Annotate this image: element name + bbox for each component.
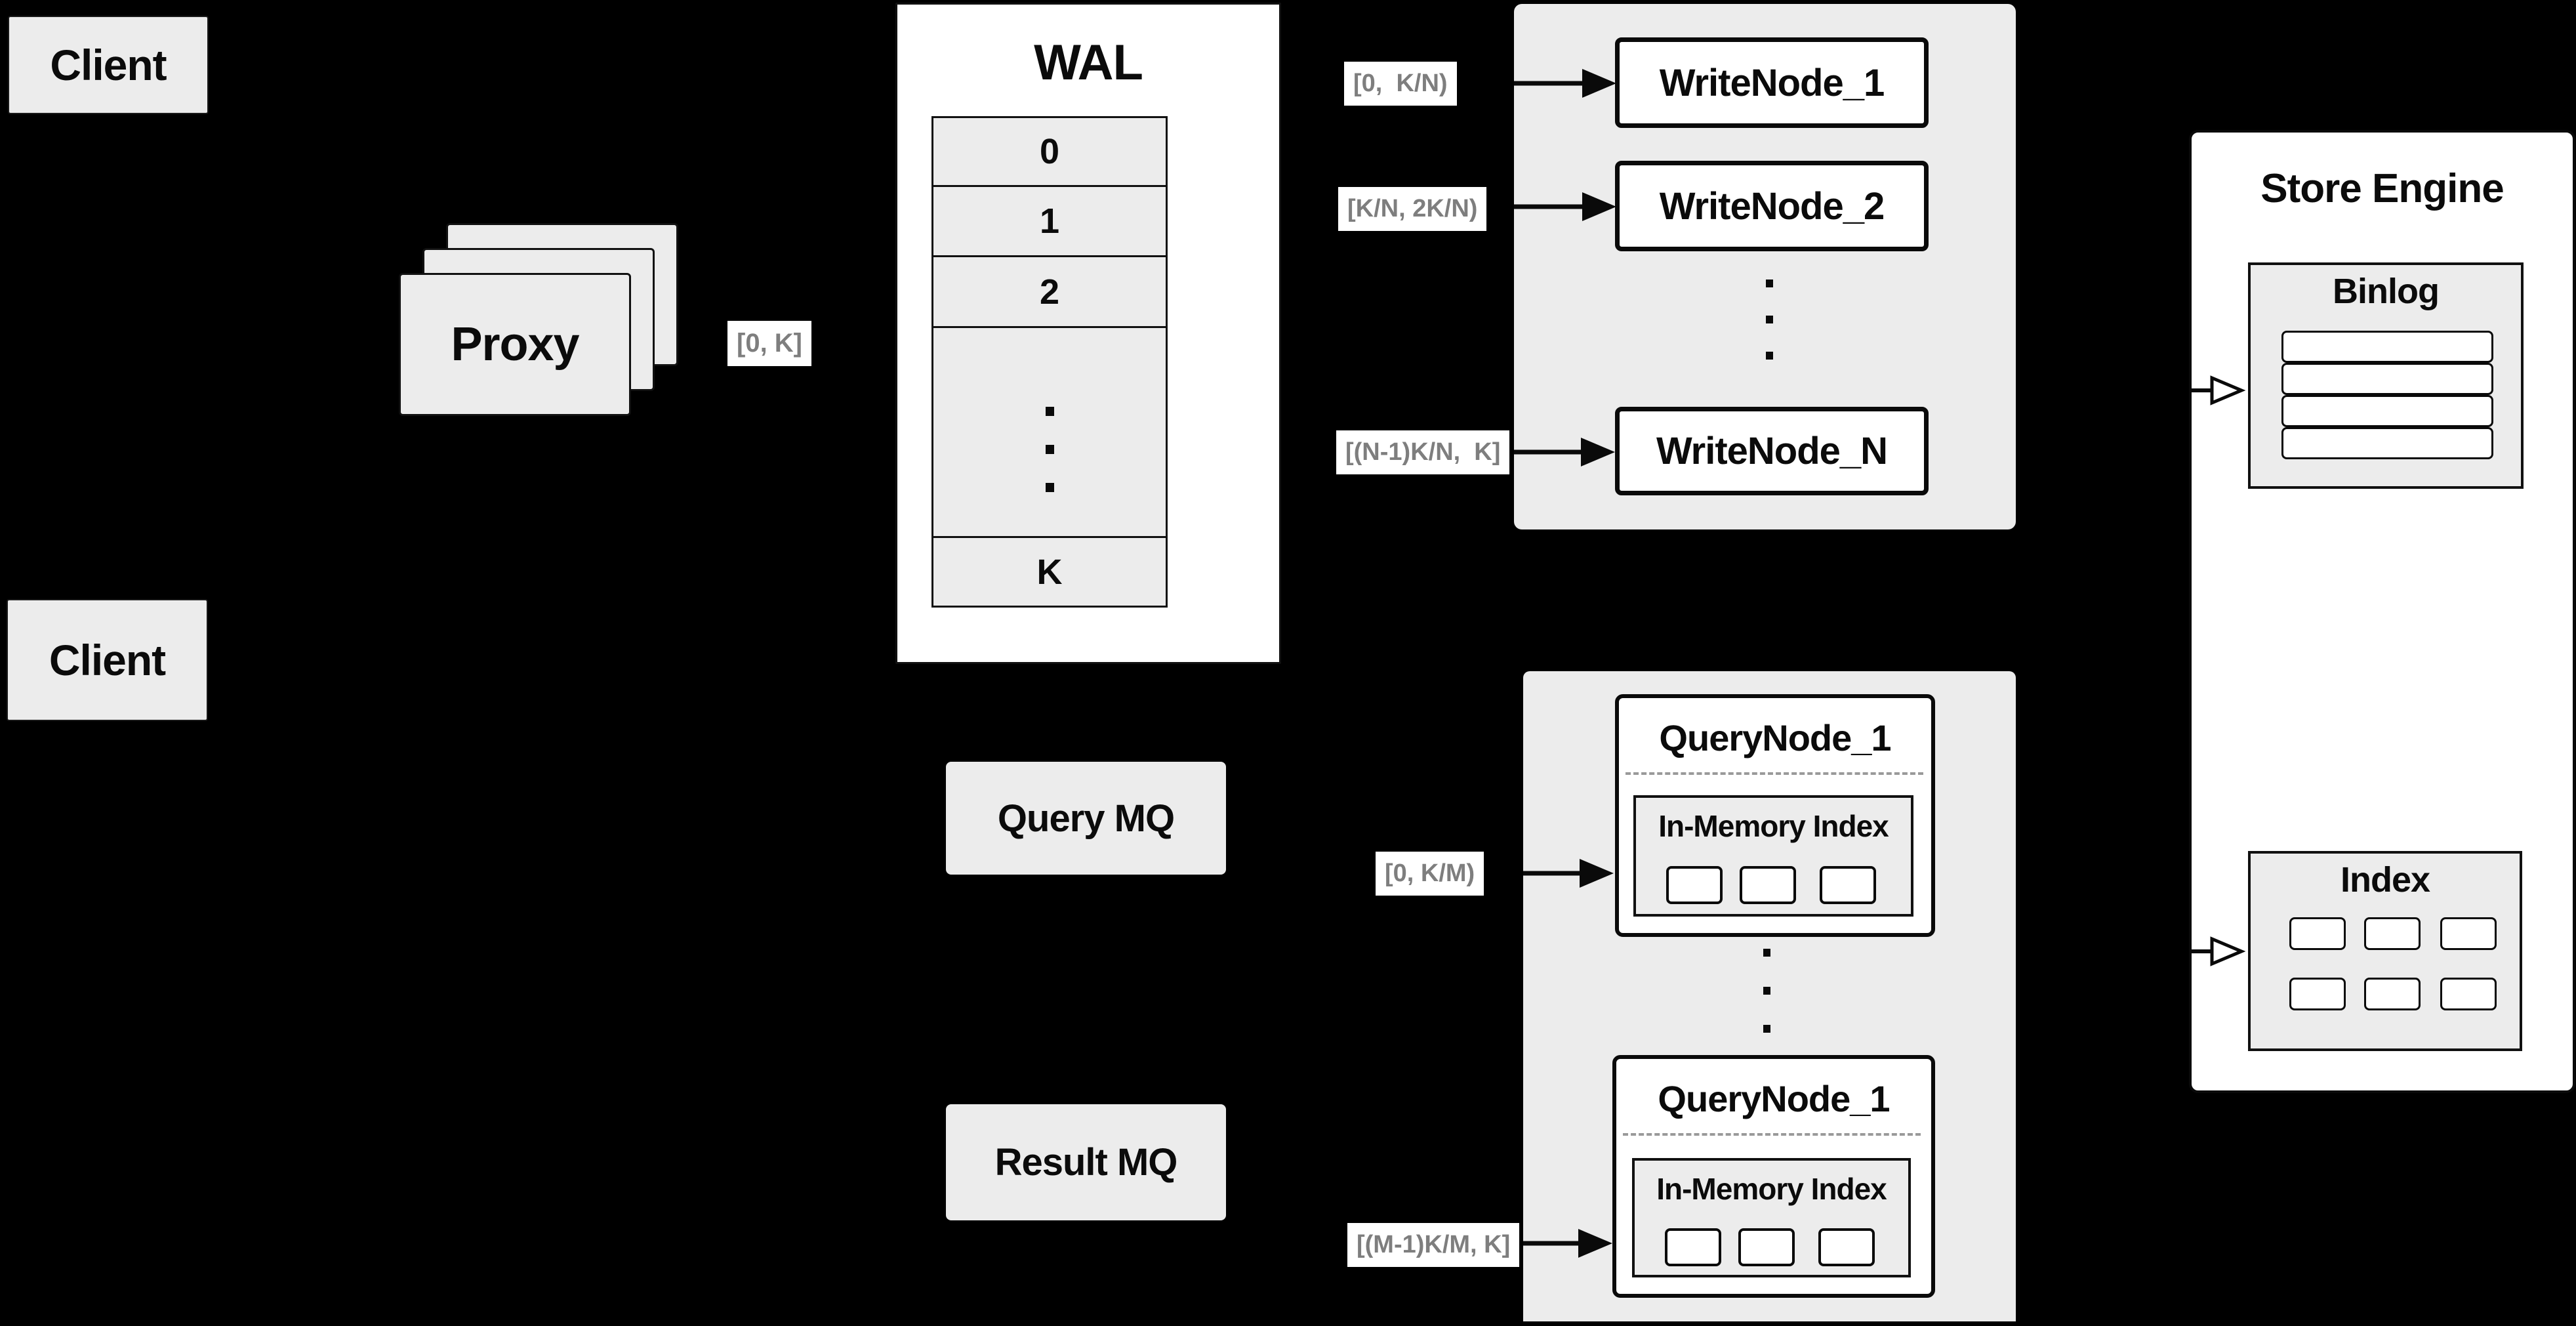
wal-segment-2: 2 — [931, 255, 1168, 328]
write-node-1: WriteNode_1 — [1615, 37, 1929, 128]
index-segment — [1666, 866, 1723, 904]
ellipsis-dot — [1766, 352, 1773, 360]
wal-segment-ellipsis — [931, 326, 1168, 538]
ellipsis-dot — [1763, 987, 1770, 995]
ellipsis-dot — [1766, 280, 1773, 287]
binlog-row — [2281, 331, 2493, 363]
index-segment — [2289, 978, 2346, 1010]
query-range-label-m: [(M-1)K/M, K] — [1347, 1223, 1520, 1267]
query-mq-box: Query MQ — [946, 762, 1226, 875]
client-box-bottom: Client — [7, 599, 208, 721]
index-segment — [2364, 917, 2421, 950]
binlog-row — [2281, 363, 2493, 395]
write-range-label-2: [K/N, 2K/N) — [1338, 187, 1487, 231]
binlog-title: Binlog — [2333, 272, 2440, 311]
index-segment — [1738, 1228, 1795, 1266]
binlog-row — [2281, 427, 2493, 459]
ellipsis-dot — [1046, 445, 1054, 454]
index-segment — [2289, 917, 2346, 950]
dashed-divider — [1623, 1133, 1921, 1136]
ellipsis-dot — [1766, 316, 1773, 323]
index-segment — [1740, 866, 1796, 904]
binlog-row — [2281, 395, 2493, 427]
index-segment — [1665, 1228, 1721, 1266]
wal-segment-0: 0 — [931, 116, 1168, 187]
in-memory-index-title-2: In-Memory Index — [1656, 1172, 1887, 1206]
write-node-2: WriteNode_2 — [1615, 161, 1929, 251]
wal-segment-1: 1 — [931, 185, 1168, 257]
ellipsis-dot — [1763, 1025, 1770, 1033]
result-mq-box: Result MQ — [946, 1104, 1226, 1220]
query-node-2-title: QueryNode_1 — [1658, 1078, 1890, 1119]
store-engine-title: Store Engine — [2260, 166, 2504, 211]
index-segment — [1820, 866, 1876, 904]
wal-title: WAL — [1034, 35, 1143, 91]
index-title: Index — [2340, 860, 2430, 900]
index-segment — [1818, 1228, 1875, 1266]
query-node-1-title: QueryNode_1 — [1659, 717, 1891, 758]
index-segment — [2440, 978, 2497, 1010]
client-box-top: Client — [8, 16, 209, 114]
dashed-divider — [1625, 772, 1923, 775]
write-node-n: WriteNode_N — [1615, 407, 1929, 495]
proxy-range-label: [0, K] — [727, 321, 811, 366]
wal-segment-k: K — [931, 536, 1168, 608]
ellipsis-dot — [1763, 949, 1770, 957]
proxy-box: Proxy — [399, 273, 631, 416]
ellipsis-dot — [1046, 407, 1054, 416]
write-range-label-1: [0, K/N) — [1344, 62, 1457, 106]
index-segment — [2440, 917, 2497, 950]
index-box — [2248, 851, 2522, 1051]
query-range-label-1: [0, K/M) — [1376, 852, 1484, 896]
in-memory-index-title-1: In-Memory Index — [1658, 809, 1889, 843]
ellipsis-dot — [1046, 483, 1054, 492]
index-segment — [2364, 978, 2421, 1010]
write-range-label-n: [(N-1)K/N, K] — [1336, 430, 1510, 474]
